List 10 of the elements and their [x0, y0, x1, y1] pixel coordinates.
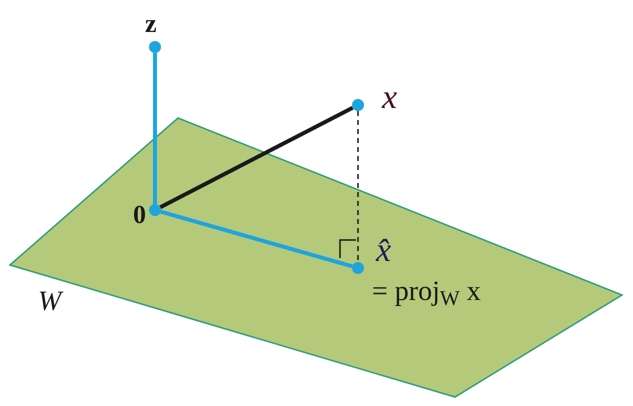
line	[159, 106, 354, 210]
line	[153, 53, 157, 204]
dashed-line	[357, 111, 359, 262]
axis-label: z	[145, 11, 157, 37]
vector-label: x	[382, 81, 398, 115]
plane-label: W	[38, 288, 62, 316]
line	[160, 210, 353, 268]
projection-formula: = proj$_{W}$ x	[372, 278, 481, 306]
origin-label: 0	[133, 202, 146, 228]
projection-label: x̂	[376, 234, 392, 268]
